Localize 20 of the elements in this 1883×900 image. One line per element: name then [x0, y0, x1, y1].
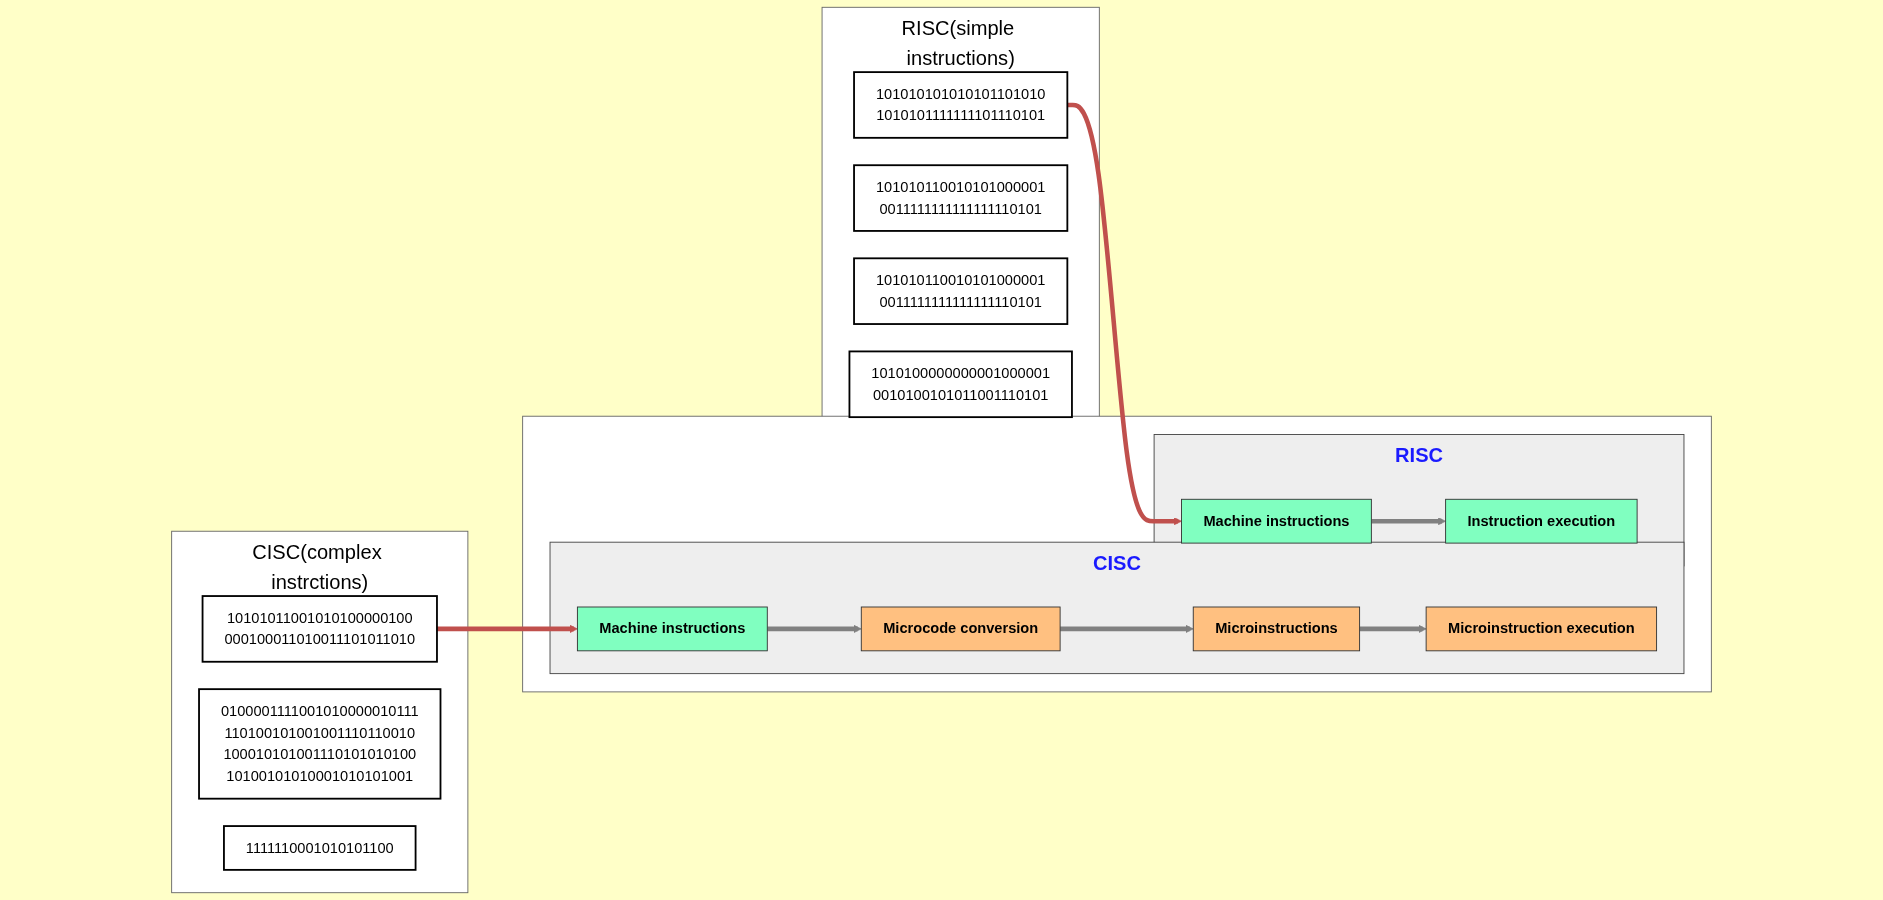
arrow	[767, 624, 862, 633]
arrow	[1067, 102, 1182, 526]
arrow	[1060, 624, 1194, 633]
node-box: Microinstruction execution	[1425, 606, 1658, 652]
node-box: 1010100000000001000001 0010100101011001110101	[848, 350, 1073, 419]
arrow	[1371, 517, 1446, 526]
node-box: 101010110010101000001 0011111111111111110101	[853, 257, 1069, 325]
arrow	[1359, 624, 1427, 633]
node-box: 0100001111001010000010111 110100101001001110110010 100010101001110101010100 10100101010001010101001	[198, 688, 442, 800]
node-box: Microinstructions	[1192, 606, 1361, 652]
node-box: Machine instructions	[576, 606, 768, 652]
node-box: Microcode conversion	[860, 606, 1061, 652]
node-box: 1111110001010101100	[223, 825, 417, 871]
node-box: Instruction execution	[1445, 498, 1638, 544]
cluster	[522, 415, 1712, 693]
arrow	[436, 624, 578, 633]
node-box: 10101011001010100000100 000100011010011101011010	[201, 595, 438, 663]
node-box: 101010101010101101010 1010101111111101110101	[853, 71, 1069, 139]
node-box: Machine instructions	[1181, 498, 1372, 544]
node-box: 101010110010101000001 0011111111111111110101	[853, 164, 1069, 232]
